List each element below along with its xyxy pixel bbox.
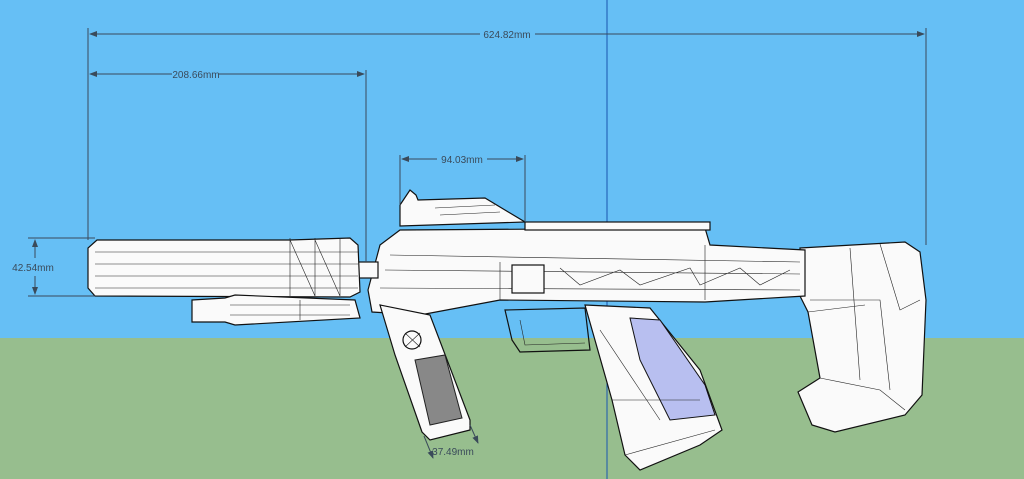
dimension-suppressor-diameter[interactable]: 42.54mm [12,237,95,297]
dimension-label-suppressor-length: 208.66mm [172,70,219,81]
dimension-label-overall: 624.82mm [483,30,530,41]
flashlight [191,294,361,326]
stock [797,241,927,433]
dimension-sight-length[interactable]: 94.03mm [399,155,526,222]
dimension-label-sight-length: 94.03mm [441,155,483,166]
dimension-suppressor-length[interactable]: 208.66mm [89,70,367,262]
ejection-port [511,264,545,294]
suppressor [87,237,361,298]
rifle-model[interactable] [87,189,927,471]
dimension-label-suppressor-diameter: 42.54mm [12,263,54,274]
trigger-guard [504,307,591,353]
grip-face [629,317,716,421]
top-sight [399,189,528,227]
dimension-magazine-width[interactable]: 37.49mm [423,424,479,459]
dimension-overall[interactable]: 624.82mm [87,28,927,245]
dimension-label-magazine-width: 37.49mm [432,447,474,458]
